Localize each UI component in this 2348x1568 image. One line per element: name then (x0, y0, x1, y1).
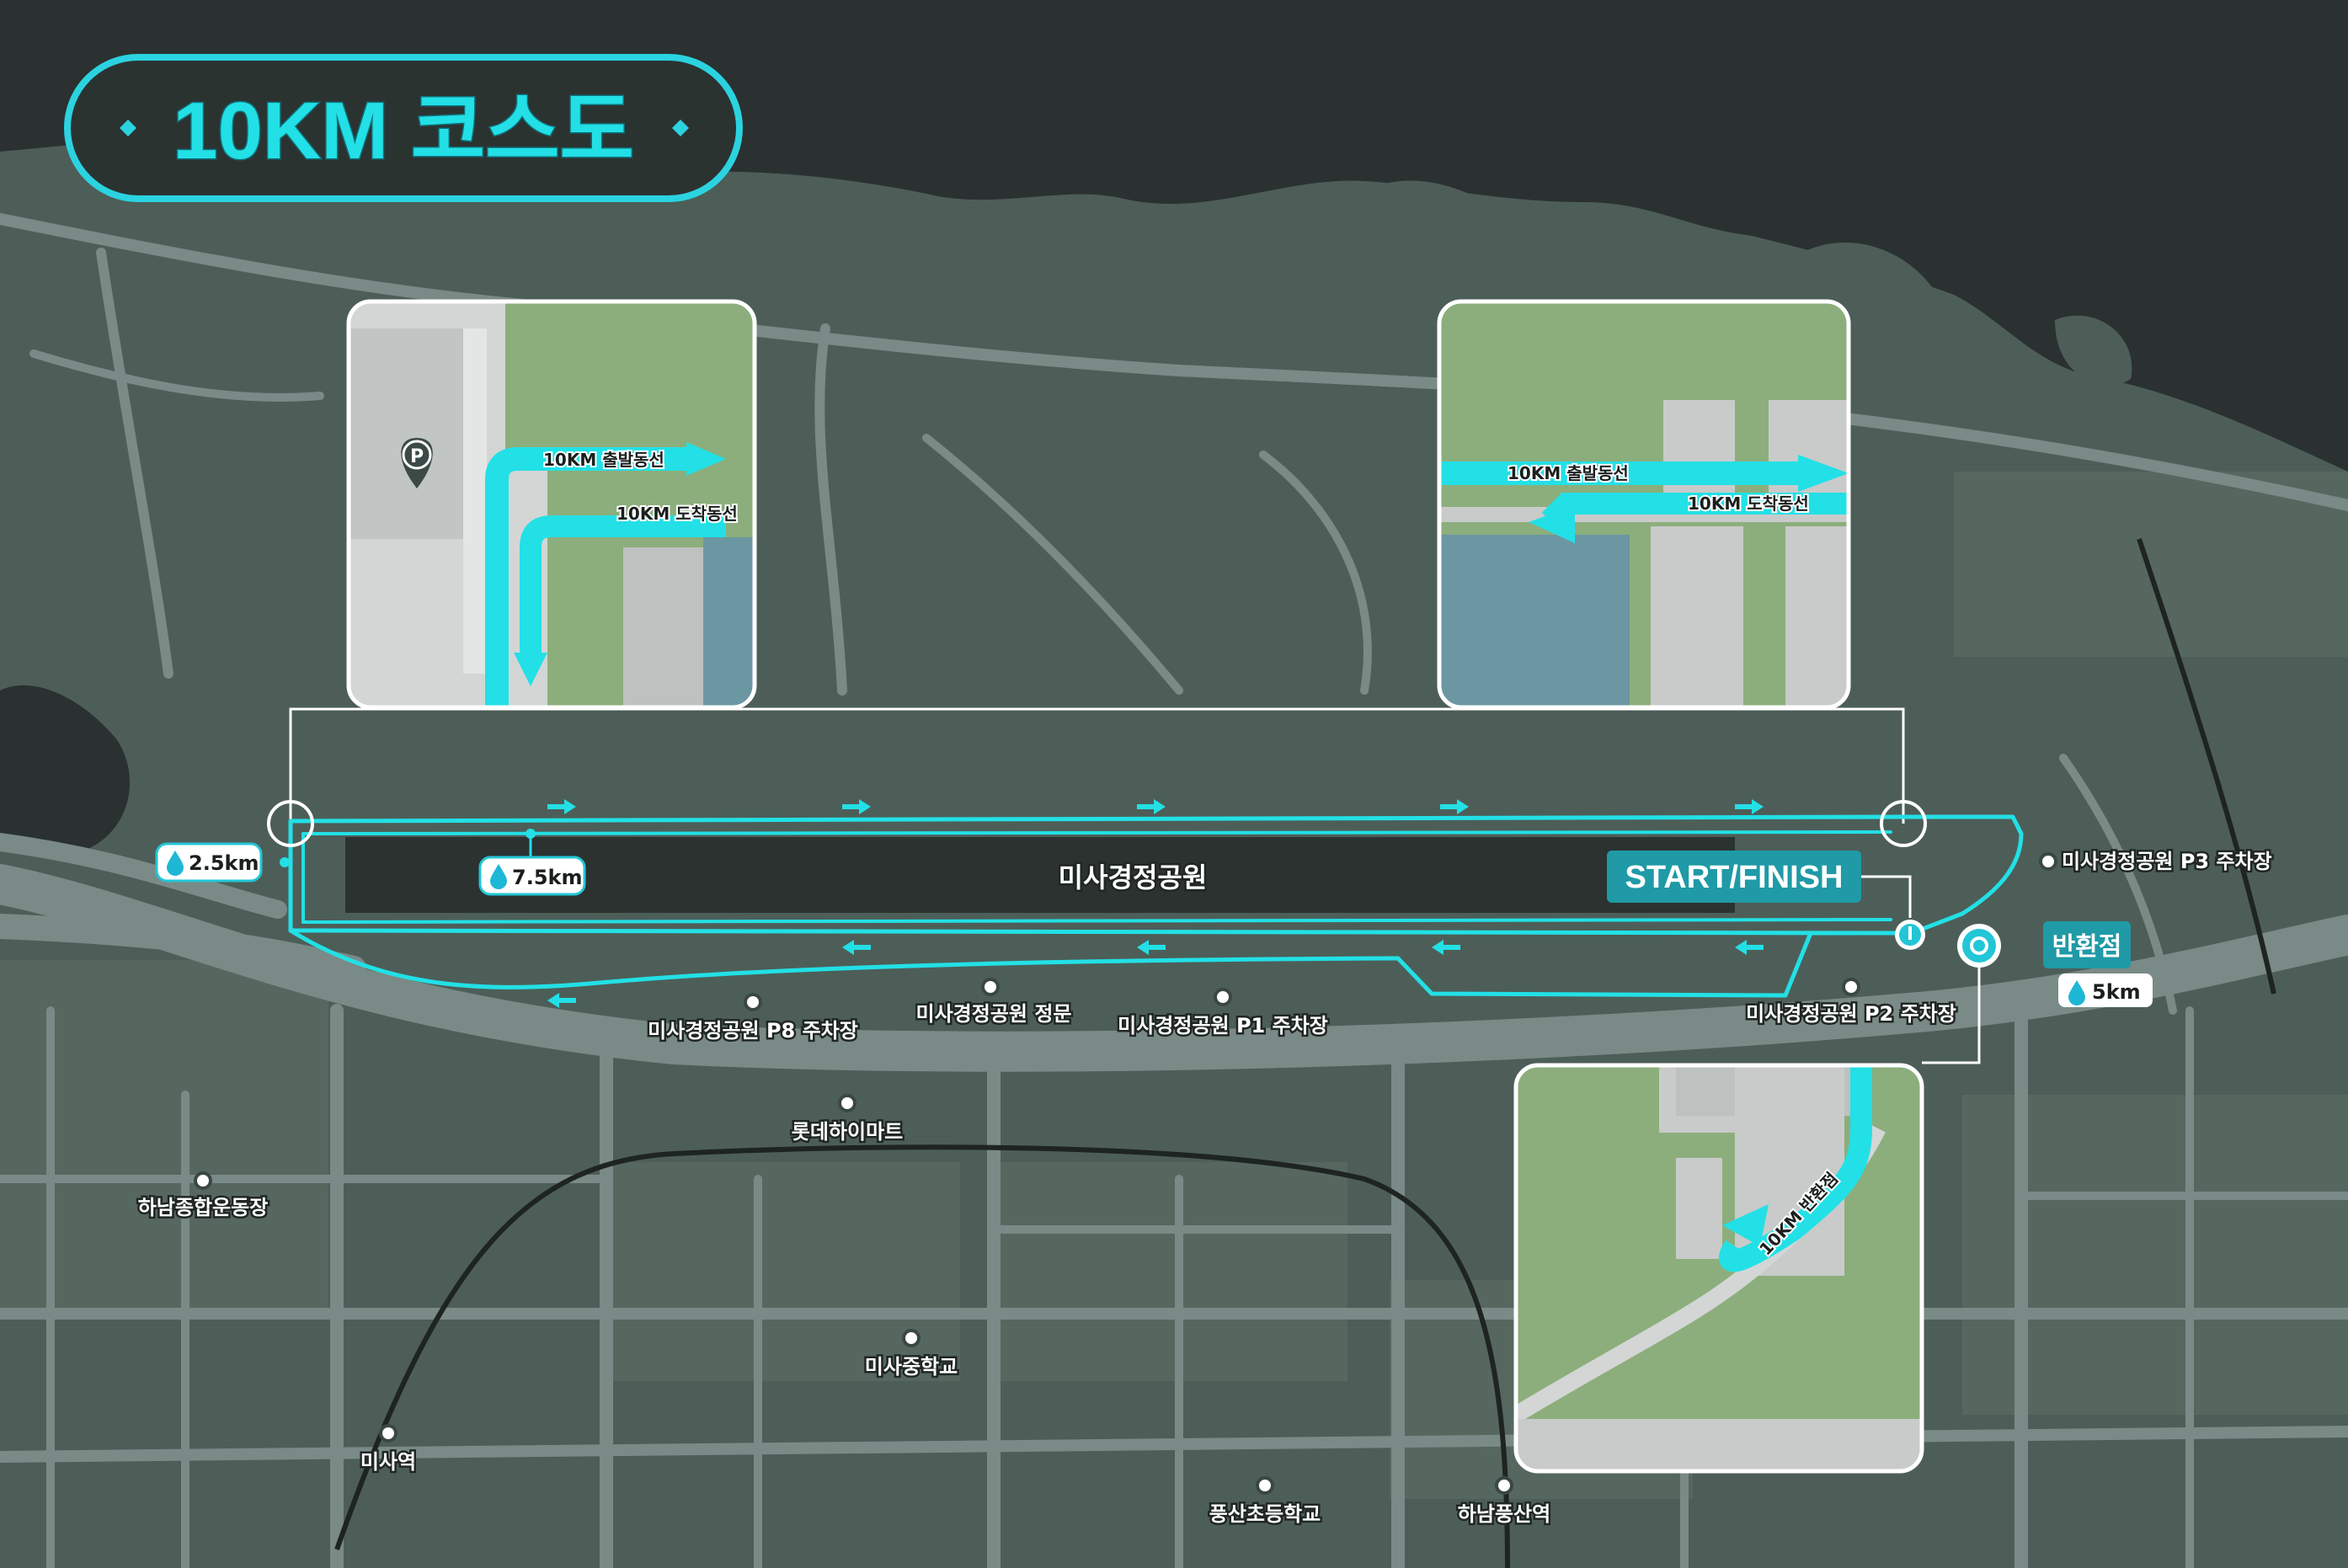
water-drop-icon (490, 864, 507, 889)
poi-label: 미사경정공원 P8 주차장 (648, 1019, 858, 1043)
page-title: 10KM 코스도 (173, 86, 634, 176)
direction-arrows (547, 799, 1764, 1008)
poi-stadium: 하남종합운동장 (136, 1171, 270, 1222)
turnaround-text: 반환점 (2052, 932, 2122, 962)
arrow-icon (1798, 455, 1849, 492)
arrow-icon (842, 940, 871, 955)
arrow-icon (1432, 940, 1460, 955)
start-finish-text: START/FINISH (1625, 860, 1844, 895)
arrow-icon (1529, 505, 1575, 543)
poi-lotte: 롯데하이마트 (789, 1094, 905, 1146)
junction-marker (1880, 800, 1927, 847)
course-route (288, 814, 2024, 998)
poi-label: 미사중학교 (865, 1355, 958, 1379)
pond-area (0, 685, 131, 856)
departure-route (485, 447, 691, 707)
arrow-icon (514, 653, 547, 686)
arrow-icon (1137, 799, 1166, 814)
poi-markers: 미사경정공원 P3 주차장 미사경정공원 P2 주차장 미사경정공원 P1 주차… (136, 848, 2274, 1528)
arrow-icon (1440, 799, 1469, 814)
arrival-route (520, 515, 726, 657)
water-station-distance: 2.5km (189, 851, 259, 875)
poi-label: 미사경정공원 P1 주차장 (1118, 1014, 1328, 1037)
poi-label: 풍산초등학교 (1209, 1502, 1321, 1526)
railway-line (2137, 538, 2276, 995)
water-station-7-5: 7.5km (478, 829, 586, 896)
poi-dot-icon (2039, 852, 2057, 871)
arrow-icon (1722, 1204, 1769, 1246)
poi-dot-icon (379, 1424, 398, 1443)
poi-p8: 미사경정공원 P8 주차장 (646, 993, 860, 1045)
arrow-icon (686, 442, 726, 476)
island-area (2055, 315, 2132, 386)
poi-label: 하남종합운동장 (138, 1196, 269, 1219)
inset-leader-lines (289, 707, 1981, 1064)
poi-pungsan-elem: 풍산초등학교 (1207, 1476, 1323, 1528)
poi-misa-middle: 미사중학교 (862, 1329, 960, 1381)
inset-start-right: 10KM 출발동선 10KM 도착동선 (1437, 299, 1851, 710)
arrow-icon (1735, 799, 1764, 814)
turnaround-distance: 5km (2092, 980, 2141, 1004)
poi-dot-icon (838, 1094, 856, 1112)
poi-dot-icon (194, 1171, 212, 1190)
poi-misa-station: 미사역 (358, 1424, 419, 1476)
poi-dot-icon (902, 1329, 921, 1347)
inset-start-left: P 10KM 출발동선 10KM 도착동선 (346, 299, 757, 710)
park-label: 미사경정공원 (1059, 861, 1208, 893)
svg-text:P: P (410, 446, 424, 467)
title-badge: 10KM 코스도 (64, 54, 743, 202)
island-area (1347, 180, 1518, 271)
poi-label: 미사역 (360, 1450, 416, 1474)
poi-label: 롯데하이마트 (792, 1120, 903, 1144)
poi-dot-icon (1256, 1476, 1274, 1495)
diamond-icon (120, 120, 136, 136)
start-marker-icon (1895, 920, 1925, 950)
poi-dot-icon (1495, 1476, 1513, 1495)
water-drop-icon (167, 851, 184, 876)
poi-dot-icon (1214, 988, 1232, 1006)
turnaround-marker-icon (1957, 924, 2001, 968)
poi-label: 하남풍산역 (1458, 1502, 1550, 1526)
poi-p1: 미사경정공원 P1 주차장 (1116, 988, 1330, 1040)
arrow-icon (842, 799, 871, 814)
diamond-icon (672, 120, 689, 136)
poi-p2: 미사경정공원 P2 주차장 (1744, 978, 1958, 1028)
turnaround-route (1719, 1065, 1872, 1272)
inset-turnaround: 10KM 반환점 (1513, 1063, 1924, 1474)
arrow-icon (1137, 940, 1166, 955)
poi-dot-icon (744, 993, 762, 1011)
poi-p3: 미사경정공원 P3 주차장 (2039, 848, 2274, 876)
arrow-icon (547, 993, 576, 1008)
inset-label: 10KM 출발동선 (1508, 463, 1629, 483)
parking-pin-icon: P (401, 438, 433, 488)
water-station-2-5: 2.5km (155, 842, 290, 883)
arrow-icon (547, 799, 576, 814)
poi-dot-icon (1842, 978, 1860, 996)
island-area (1796, 243, 1945, 349)
inset-label: 10KM 출발동선 (543, 450, 664, 470)
arrow-icon (1735, 940, 1764, 955)
railway-line (334, 1144, 1510, 1568)
poi-main-gate: 미사경정공원 정문 (914, 978, 1074, 1028)
inset-label: 10KM 도착동선 (616, 504, 738, 524)
poi-label: 미사경정공원 P2 주차장 (1746, 1002, 1956, 1026)
inset-label: 10KM 도착동선 (1688, 493, 1809, 514)
poi-label: 미사경정공원 정문 (916, 1002, 1072, 1026)
water-drop-icon (2068, 980, 2085, 1005)
start-finish-label: START/FINISH (1607, 851, 1912, 918)
junction-marker (267, 800, 314, 847)
poi-dot-icon (981, 978, 1000, 996)
water-station-distance: 7.5km (512, 866, 582, 889)
turnaround-label: 반환점 5km (2043, 921, 2153, 1007)
poi-pungsan-station: 하남풍산역 (1455, 1476, 1553, 1528)
poi-label: 미사경정공원 P3 주차장 (2062, 850, 2272, 873)
